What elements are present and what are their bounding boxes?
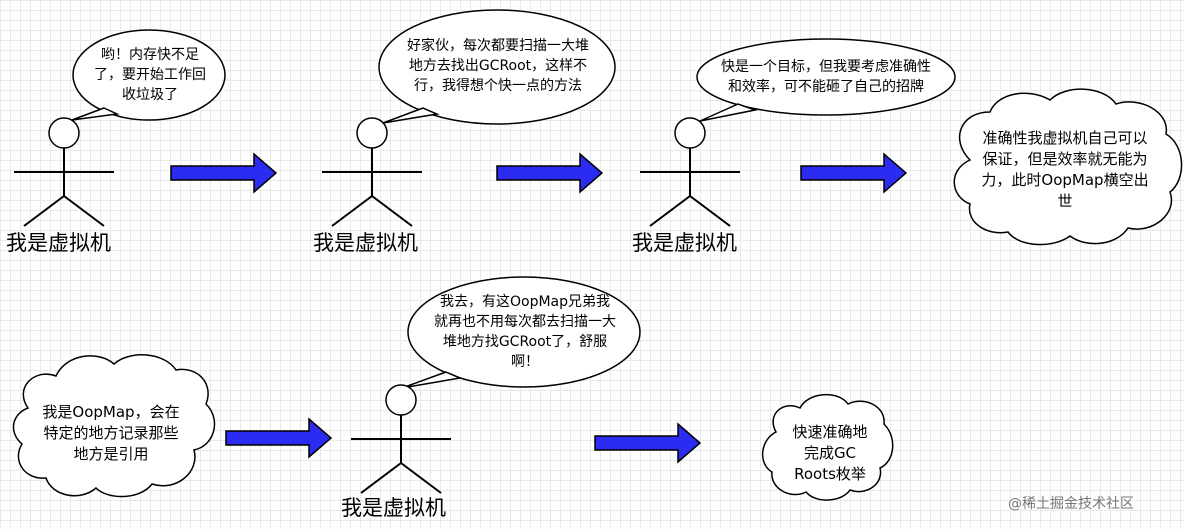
speech-bubble-3 (696, 38, 956, 122)
speech-4-line-3: 堆地方找GCRoot了，舒服 (442, 334, 608, 350)
actor-3-label: 我是虚拟机 (632, 231, 737, 255)
speech-text-2: 好家伙，每次都要扫描一大堆 地方去找出GCRoot，这样不 行，我得想个快一点的… (382, 36, 614, 96)
cloud-2 (12, 354, 216, 498)
cloud-1-line-1: 准确性我虚拟机自己可以 (982, 129, 1148, 147)
speech-3-line-1: 快是一个目标，但我要考虑准确性 (721, 59, 931, 75)
arrow-3 (800, 152, 908, 194)
speech-2-line-2: 地方去找出GCRoot，这样不 (408, 58, 588, 74)
speech-text-1: 哟！内存快不足 了，要开始工作回 收垃圾了 (82, 45, 218, 105)
speech-1-line-1: 哟！内存快不足 (101, 47, 199, 63)
speech-bubble-4 (401, 276, 641, 389)
arrow-4 (225, 417, 333, 459)
watermark: @稀土掘金技术社区 (1008, 496, 1134, 512)
actor-2 (322, 117, 422, 227)
speech-bubble-1 (71, 29, 226, 121)
arrow-1 (170, 152, 278, 194)
actor-4 (351, 384, 451, 494)
cloud-text-2: 我是OopMap，会在 特定的地方记录那些 地方是引用 (18, 402, 204, 465)
cloud-text-3: 快速准确地 完成GC Roots枚举 (770, 422, 890, 485)
actor-4-label: 我是虚拟机 (341, 496, 446, 520)
cloud-3 (762, 393, 894, 501)
cloud-3-line-1: 快速准确地 (792, 423, 868, 441)
arrow-2 (496, 152, 604, 194)
arrow-5 (594, 422, 702, 464)
cloud-1-line-2: 保证，但是效率就无能为 (982, 150, 1148, 168)
cloud-3-line-2: 完成GC (803, 444, 857, 462)
actor-2-label: 我是虚拟机 (313, 231, 418, 255)
cloud-2-line-1: 我是OopMap，会在 (42, 403, 180, 421)
speech-1-line-3: 收垃圾了 (122, 87, 178, 103)
actor-1-label: 我是虚拟机 (6, 231, 111, 255)
actor-1 (14, 117, 114, 227)
speech-text-3: 快是一个目标，但我要考虑准确性 和效率，可不能砸了自己的招牌 (700, 57, 952, 97)
cloud-1-line-4: 世 (1057, 192, 1073, 210)
speech-4-line-4: 啊！ (511, 354, 539, 370)
speech-3-line-2: 和效率，可不能砸了自己的招牌 (728, 79, 924, 95)
cloud-1-line-3: 力，此时OopMap横空出 (981, 171, 1149, 189)
speech-2-line-3: 行，我得想个快一点的方法 (414, 78, 582, 94)
cloud-3-line-3: Roots枚举 (794, 465, 866, 483)
speech-2-line-1: 好家伙，每次都要扫描一大堆 (407, 38, 589, 54)
speech-bubble-2 (378, 9, 616, 125)
speech-text-4: 我去，有这OopMap兄弟我 就再也不用每次都去扫描一大 堆地方找GCRoot了… (412, 292, 638, 372)
cloud-1 (953, 88, 1183, 246)
speech-1-line-2: 了，要开始工作回 (94, 67, 206, 83)
speech-4-line-2: 就再也不用每次都去扫描一大 (434, 314, 616, 330)
cloud-2-line-2: 特定的地方记录那些 (43, 424, 179, 442)
cloud-text-1: 准确性我虚拟机自己可以 保证，但是效率就无能为 力，此时OopMap横空出 世 (964, 128, 1166, 212)
actor-3 (640, 117, 740, 227)
cloud-2-line-3: 地方是引用 (73, 445, 149, 463)
speech-4-line-1: 我去，有这OopMap兄弟我 (439, 294, 611, 310)
